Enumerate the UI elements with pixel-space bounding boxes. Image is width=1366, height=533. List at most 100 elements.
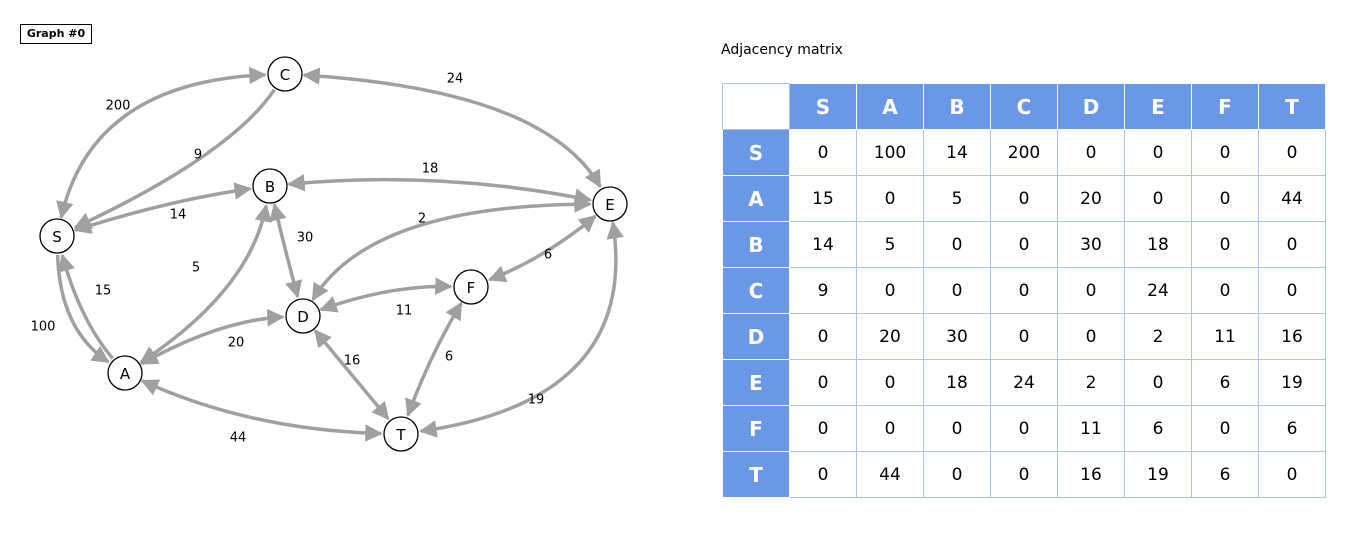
matrix-cell: 0: [1057, 313, 1125, 360]
node-circle: [39, 218, 75, 254]
matrix-cell: 0: [923, 221, 991, 268]
matrix-cell: 0: [923, 451, 991, 498]
matrix-col-header: D: [1057, 83, 1125, 130]
matrix-cell: 0: [1191, 405, 1259, 452]
edge-e-f: [487, 214, 597, 283]
matrix-cell: 44: [856, 451, 924, 498]
edge-weight-d-f: 11: [396, 304, 413, 319]
matrix-cell: 0: [856, 267, 924, 314]
edge-weight-a-d: 20: [228, 336, 245, 351]
edge-d-e: [311, 195, 592, 302]
matrix-cell: 0: [990, 313, 1058, 360]
node-a: A: [107, 355, 143, 391]
node-circle: [252, 168, 288, 204]
matrix-cell: 14: [789, 221, 857, 268]
edge-a-t: [140, 379, 383, 442]
matrix-row-header: S: [722, 129, 790, 176]
matrix-cell: 0: [1258, 267, 1326, 314]
matrix-col-header: E: [1124, 83, 1192, 130]
edge-a-d: [140, 308, 285, 366]
matrix-row-header: T: [722, 451, 790, 498]
matrix-cell: 6: [1258, 405, 1326, 452]
matrix-cell: 0: [1258, 451, 1326, 498]
matrix-col-header: S: [789, 83, 857, 130]
matrix-cell: 0: [923, 267, 991, 314]
matrix-cell: 0: [1191, 129, 1259, 176]
matrix-cell: 5: [856, 221, 924, 268]
matrix-cell: 16: [1057, 451, 1125, 498]
matrix-cell: 0: [856, 405, 924, 452]
node-circle: [107, 355, 143, 391]
node-f: F: [453, 269, 489, 305]
matrix-cell: 0: [789, 451, 857, 498]
matrix-cell: 0: [1258, 129, 1326, 176]
matrix-cell: 0: [990, 405, 1058, 452]
matrix-cell: 0: [789, 313, 857, 360]
matrix-cell: 0: [990, 267, 1058, 314]
edge-s-a: [55, 254, 110, 364]
edge-weight-s-c: 200: [106, 99, 131, 114]
node-circle: [267, 56, 303, 92]
matrix-row-header: F: [722, 405, 790, 452]
matrix-cell: 0: [1191, 221, 1259, 268]
matrix-cell: 0: [789, 405, 857, 452]
matrix-row-header: C: [722, 267, 790, 314]
matrix-cell: 2: [1057, 359, 1125, 406]
node-label: B: [265, 178, 275, 196]
matrix-col-header: T: [1258, 83, 1326, 130]
matrix-cell: 16: [1258, 313, 1326, 360]
edge-a-b: [139, 203, 272, 364]
edge-weight-e-t: 19: [528, 393, 545, 408]
matrix-cell: 44: [1258, 175, 1326, 222]
matrix-row-header: A: [722, 175, 790, 222]
matrix-col-header: F: [1191, 83, 1259, 130]
matrix-row-header: B: [722, 221, 790, 268]
matrix-cell: 6: [1124, 405, 1192, 452]
node-t: T: [383, 416, 419, 452]
edge-weight-a-b: 5: [192, 261, 200, 276]
matrix-cell: 2: [1124, 313, 1192, 360]
matrix-row-header: E: [722, 359, 790, 406]
edge-weight-b-e: 18: [422, 162, 439, 177]
matrix-title: Adjacency matrix: [721, 42, 843, 58]
edge-d-f: [319, 277, 453, 313]
edge-c-e: [302, 67, 602, 189]
matrix-cell: 0: [1057, 129, 1125, 176]
node-label: D: [297, 308, 309, 326]
matrix-cell: 30: [1057, 221, 1125, 268]
matrix-cell: 14: [923, 129, 991, 176]
matrix-cell: 0: [856, 359, 924, 406]
node-s: S: [39, 218, 75, 254]
node-label: T: [395, 426, 406, 444]
edge-weight-c-s: 9: [194, 148, 202, 163]
node-label: S: [52, 228, 62, 246]
node-b: B: [252, 168, 288, 204]
matrix-cell: 20: [1057, 175, 1125, 222]
graph-label: Graph #0: [20, 24, 92, 44]
node-circle: [383, 416, 419, 452]
node-circle: [592, 186, 628, 222]
node-circle: [285, 298, 321, 334]
matrix-cell: 0: [990, 451, 1058, 498]
edge-b-e: [287, 174, 593, 206]
matrix-cell: 0: [1124, 129, 1192, 176]
node-label: C: [280, 66, 290, 84]
edge-f-t: [405, 301, 463, 417]
matrix-cell: 30: [923, 313, 991, 360]
matrix-cell: 18: [1124, 221, 1192, 268]
edge-weight-b-d: 30: [297, 231, 314, 246]
node-c: C: [267, 56, 303, 92]
edge-d-t: [313, 329, 390, 421]
matrix-cell: 0: [1124, 175, 1192, 222]
matrix-cell: 0: [789, 129, 857, 176]
matrix-col-header: C: [990, 83, 1058, 130]
matrix-corner-cell: [722, 83, 790, 130]
